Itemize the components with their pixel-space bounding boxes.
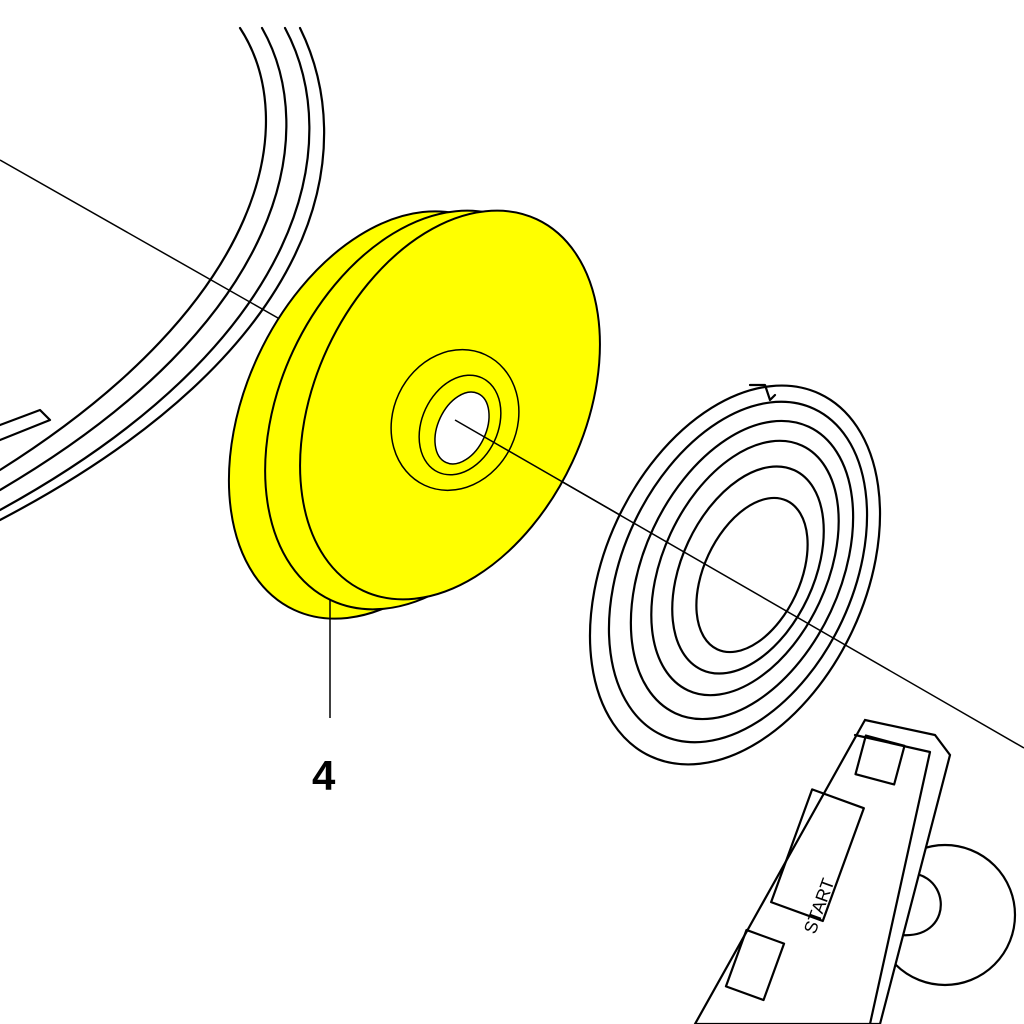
starter-housing bbox=[0, 26, 326, 522]
axis-line bbox=[0, 159, 286, 323]
pulley-part-4[interactable] bbox=[167, 161, 659, 670]
axis-line bbox=[454, 419, 621, 516]
starter-handle: START bbox=[693, 718, 1017, 1024]
callout-number-4[interactable]: 4 bbox=[312, 752, 336, 799]
recoil-spring bbox=[588, 383, 882, 766]
